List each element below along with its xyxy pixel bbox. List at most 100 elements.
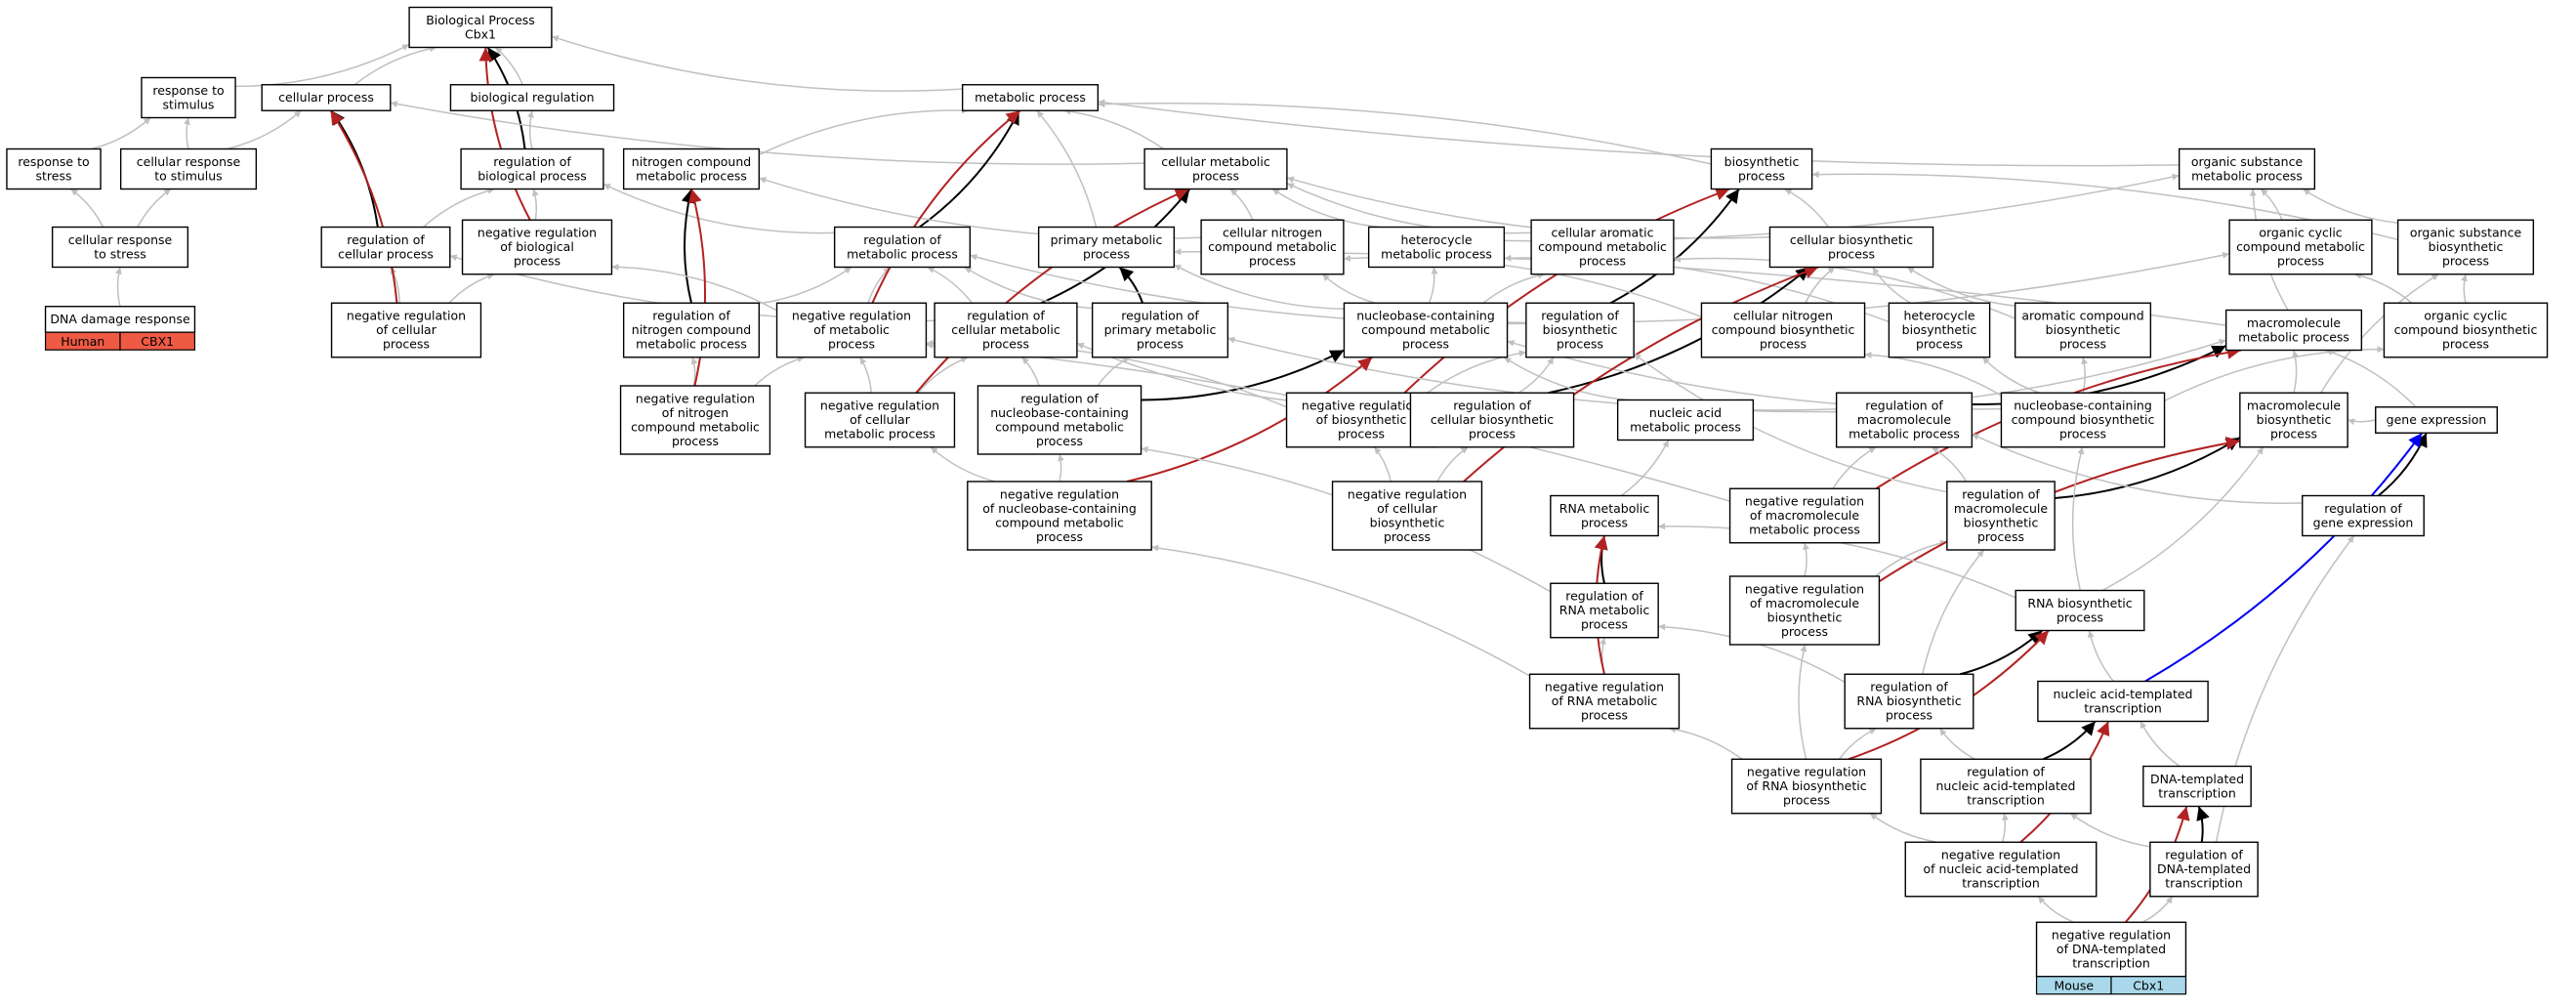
go-term-node-rnbcmp[interactable]: regulation ofnucleobase-containingcompou…: [976, 385, 1143, 455]
go-term-label-line: metabolic process: [2191, 168, 2303, 183]
go-term-label-line: negative regulation: [1545, 680, 1664, 694]
go-term-box: [2035, 921, 2187, 978]
edge-is-a-nrmacmp-to-rmacmp: [1832, 446, 1877, 489]
edge-positively-regulates-nat-to-ge: [2144, 432, 2424, 683]
go-term-label-line: biosynthetic: [1724, 154, 1800, 169]
go-term-node-mp[interactable]: metabolic process: [961, 84, 1100, 111]
go-term-node-breg[interactable]: biological regulation: [449, 84, 615, 111]
go-term-label-line: cellular nitrogen: [1223, 226, 1322, 240]
edge-is-a-nbcmp-to-hmp: [1428, 267, 1438, 304]
edge-is-a-nat-to-rnabp: [2087, 630, 2114, 682]
go-term-box: [1888, 302, 1991, 358]
edge-is-a-rrnabp-to-rmbp: [1921, 549, 1985, 675]
go-term-node-ge[interactable]: gene expression: [2375, 406, 2498, 434]
go-term-node-rmbp[interactable]: regulation ofmacromoleculebiosyntheticpr…: [1946, 481, 2056, 551]
go-term-label-line: compound metabolic: [631, 419, 760, 434]
go-term-label-line: stress: [36, 168, 72, 183]
edge-is-a-nrncmp-to-rncmp: [690, 357, 698, 387]
go-term-label-line: process: [1760, 337, 1807, 352]
go-term-label-line: biosynthetic: [1370, 515, 1445, 529]
go-term-box: [261, 84, 392, 111]
edge-is-a-biop-to-mp: [1098, 101, 1712, 165]
go-term-label-line: process: [1581, 708, 1628, 723]
go-term-label-line: process: [1137, 337, 1184, 352]
go-term-box: [622, 147, 761, 190]
go-term-label-line: metabolic process: [2238, 329, 2349, 344]
go-term-node-cp[interactable]: cellular process: [261, 84, 392, 111]
go-term-label-line: of macromolecule: [1750, 596, 1859, 610]
go-term-label-line: negative regulation: [1745, 581, 1864, 596]
edge-regulates-rncmp-to-ncmp: [681, 189, 695, 304]
edge-is-a-nrrnabp-to-nrrnamp: [1668, 726, 1743, 760]
go-term-label-line: compound metabolic: [995, 515, 1124, 529]
edge-is-a-nrrnamp-to-nrnbcmp: [1151, 544, 1530, 677]
go-term-label-line: negative regulation: [820, 399, 939, 413]
edge-is-a-occbp-to-occmp: [2353, 272, 2413, 304]
go-term-node-ddr[interactable]: DNA damage response: [44, 306, 196, 333]
go-term-label-line: nucleic acid: [1649, 405, 1722, 420]
go-term-label-line: regulation of: [1962, 486, 2040, 501]
edge-is-a-pmp-to-mp: [1036, 109, 1098, 228]
go-term-box: [1331, 481, 1483, 551]
go-term-label-line: negative regulation: [1745, 494, 1864, 509]
go-term-box: [141, 76, 236, 119]
